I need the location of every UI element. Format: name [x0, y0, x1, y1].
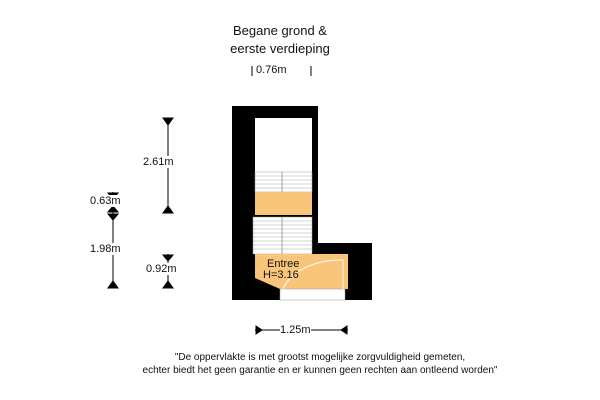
- dim-lower-height: 1.98m: [90, 243, 121, 255]
- upper-stairs: [254, 171, 313, 193]
- dim-upper-height: 2.61m: [143, 156, 174, 168]
- room-height: H=3.16: [263, 269, 299, 281]
- floor-title: Begane grond & eerste verdieping: [0, 22, 560, 58]
- disclaimer-line-1: "De oppervlakte is met grootst mogelijke…: [174, 352, 466, 363]
- doorway: [279, 288, 346, 301]
- disclaimer-line-2: echter biedt het geen garantie en er kun…: [142, 365, 498, 376]
- upper-void: [255, 118, 312, 173]
- title-line-1: Begane grond &: [233, 23, 327, 38]
- dim-entry-depth: 0.92m: [146, 263, 177, 275]
- dim-landing: 0.63m: [90, 195, 121, 207]
- door-swing: [282, 259, 344, 290]
- dim-top-width: 0.76m: [256, 64, 287, 76]
- lower-stairs: [252, 216, 313, 255]
- room-name: Entree: [267, 258, 300, 270]
- disclaimer: "De oppervlakte is met grootst mogelijke…: [0, 351, 600, 377]
- entree-floor: [255, 254, 348, 289]
- title-line-2: eerste verdieping: [230, 41, 330, 56]
- dim-bottom-width: 1.25m: [280, 324, 311, 336]
- landing-floor: [255, 192, 312, 215]
